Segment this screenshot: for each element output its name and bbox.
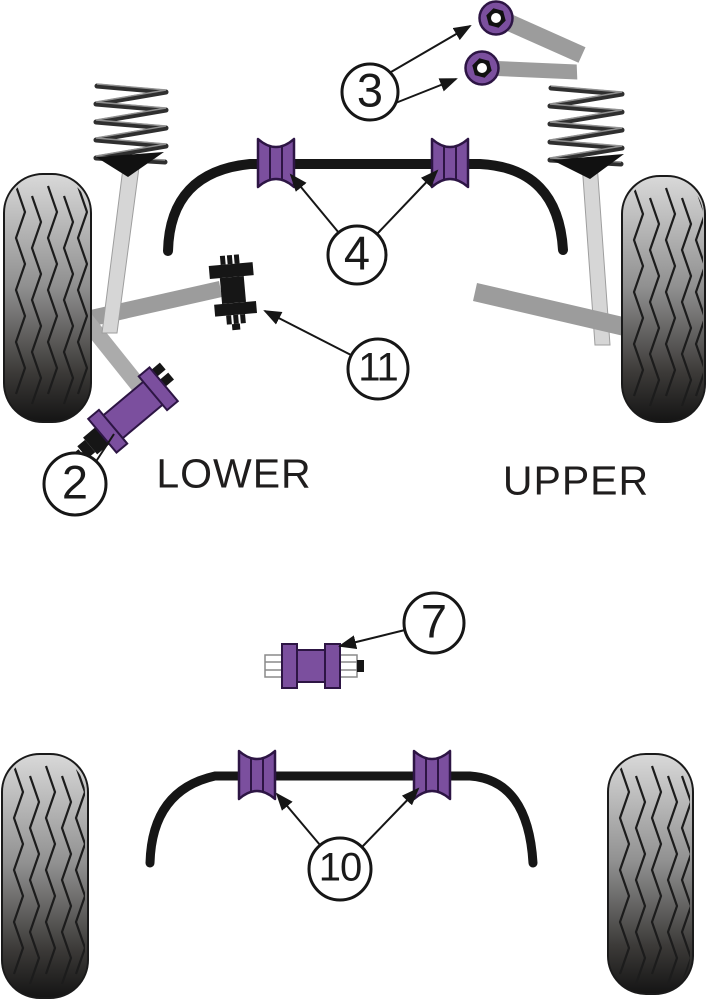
upper-arm-bushing-1 [478, 0, 514, 36]
section-label-lower: LOWER [156, 450, 312, 497]
arrow-3-upper [390, 24, 472, 73]
rear-right-tire [607, 753, 694, 995]
callout-circle-3 [340, 62, 400, 122]
mount-bushing-7 [264, 643, 364, 689]
arrow-10-right [361, 787, 420, 848]
rear-anti-roll-bar [145, 771, 538, 868]
engine-mount [208, 254, 258, 331]
front-anti-roll-bar [163, 159, 568, 256]
arrow-7 [338, 629, 406, 649]
callout-label-11: 11 [358, 345, 399, 390]
front-arb-bushing-right [430, 137, 470, 189]
callout-circle-2 [42, 451, 108, 517]
front-arb-bushing-left [256, 137, 296, 189]
front-right-coil-spring [547, 85, 625, 179]
callout-circle-11 [346, 337, 410, 401]
callout-circle-7 [402, 591, 466, 655]
rear-arb-bushing-left [237, 749, 277, 801]
callout-arrows [94, 24, 472, 848]
upper-arm-bushing-2 [464, 50, 500, 86]
arrow-10-left [275, 792, 321, 846]
callout-label-4: 4 [343, 226, 371, 280]
callout-label-3: 3 [356, 63, 384, 117]
upper-arm-link-1 [495, 10, 586, 63]
callout-circle-4 [326, 224, 388, 286]
front-lower-arm-to-bushing [71, 305, 157, 405]
arrow-4-left [289, 173, 340, 234]
leader-2 [94, 433, 115, 464]
rear-arb-bushing-right [412, 749, 452, 801]
arrow-11 [263, 310, 352, 356]
front-right-tire [621, 175, 706, 423]
section-label-upper: UPPER [502, 457, 650, 504]
front-lower-control-arm-right [473, 283, 632, 337]
arrow-3-lower [392, 78, 458, 105]
arrow-4-right [376, 169, 439, 235]
callout-label-10: 10 [318, 845, 362, 890]
callout-label-2: 2 [61, 455, 89, 509]
callout-circle-10 [307, 836, 373, 902]
spring-seat-left [96, 152, 164, 177]
upper-arm-link-2 [484, 60, 578, 80]
lower-arm-front-bushing [73, 362, 180, 461]
rear-left-tire [1, 753, 89, 999]
front-left-tire [3, 173, 92, 423]
spring-seat-right [552, 154, 624, 179]
front-left-coil-spring [93, 83, 169, 177]
callout-label-7: 7 [420, 594, 448, 648]
